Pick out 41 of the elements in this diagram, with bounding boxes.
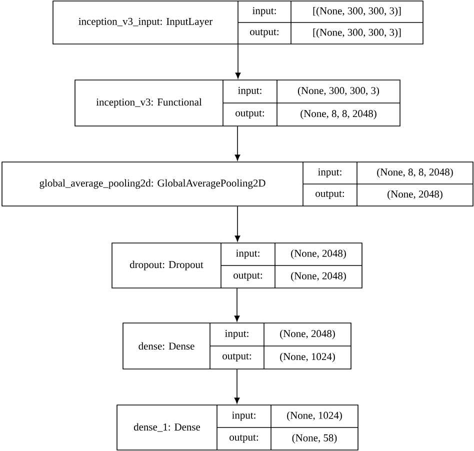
- port-label: output:: [222, 353, 251, 362]
- arrow: [234, 206, 240, 242]
- port-label: output:: [250, 29, 278, 38]
- shape-value: (None, 2048): [280, 330, 335, 340]
- port-label: output:: [316, 190, 344, 200]
- layer-box: [74, 80, 400, 126]
- layer-name: inception_v3_input: InputLayer: [78, 18, 213, 28]
- shape-value: (None, 2048): [388, 190, 442, 200]
- layer-box: [2, 162, 474, 206]
- layer-name: global_average_pooling2d: GlobalAveragePooling2D: [40, 179, 266, 189]
- arrow: [235, 44, 241, 79]
- shape-value: (None, 2048): [291, 250, 346, 259]
- shape-value: (None, 1024): [280, 352, 335, 362]
- layer-name: dropout: Dropout: [130, 260, 204, 270]
- port-label: input:: [225, 330, 248, 340]
- port-label: input:: [232, 412, 256, 421]
- layer-box: [52, 0, 424, 44]
- layer-box: [116, 404, 358, 450]
- shape-value: (None, 300, 300, 3): [298, 86, 379, 96]
- shape-value: (None, 8, 8, 2048): [300, 110, 376, 120]
- shape-value: (None, 1024): [287, 412, 342, 421]
- layer-box: [112, 242, 362, 288]
- arrow: [234, 126, 240, 161]
- shape-value: [(None, 300, 300, 3)]: [313, 28, 401, 38]
- arrow: [234, 288, 240, 322]
- port-label: input:: [236, 250, 260, 259]
- port-label: input:: [318, 168, 342, 178]
- layer-name: dense_1: Dense: [134, 423, 200, 432]
- port-label: output:: [234, 272, 262, 281]
- shape-value: (None, 2048): [291, 272, 346, 282]
- shape-value: (None, 58): [292, 434, 337, 444]
- layer-name: dense: Dense: [138, 342, 194, 350]
- port-label: input:: [252, 7, 276, 16]
- port-label: output:: [230, 434, 258, 443]
- arrow: [234, 368, 240, 404]
- shape-value: [(None, 300, 300, 3)]: [313, 7, 401, 16]
- port-label: input:: [238, 86, 262, 96]
- layer-box: [122, 322, 352, 370]
- port-label: output:: [236, 110, 264, 119]
- shape-value: (None, 8, 8, 2048): [377, 168, 453, 178]
- layer-name: inception_v3: Functional: [96, 98, 202, 108]
